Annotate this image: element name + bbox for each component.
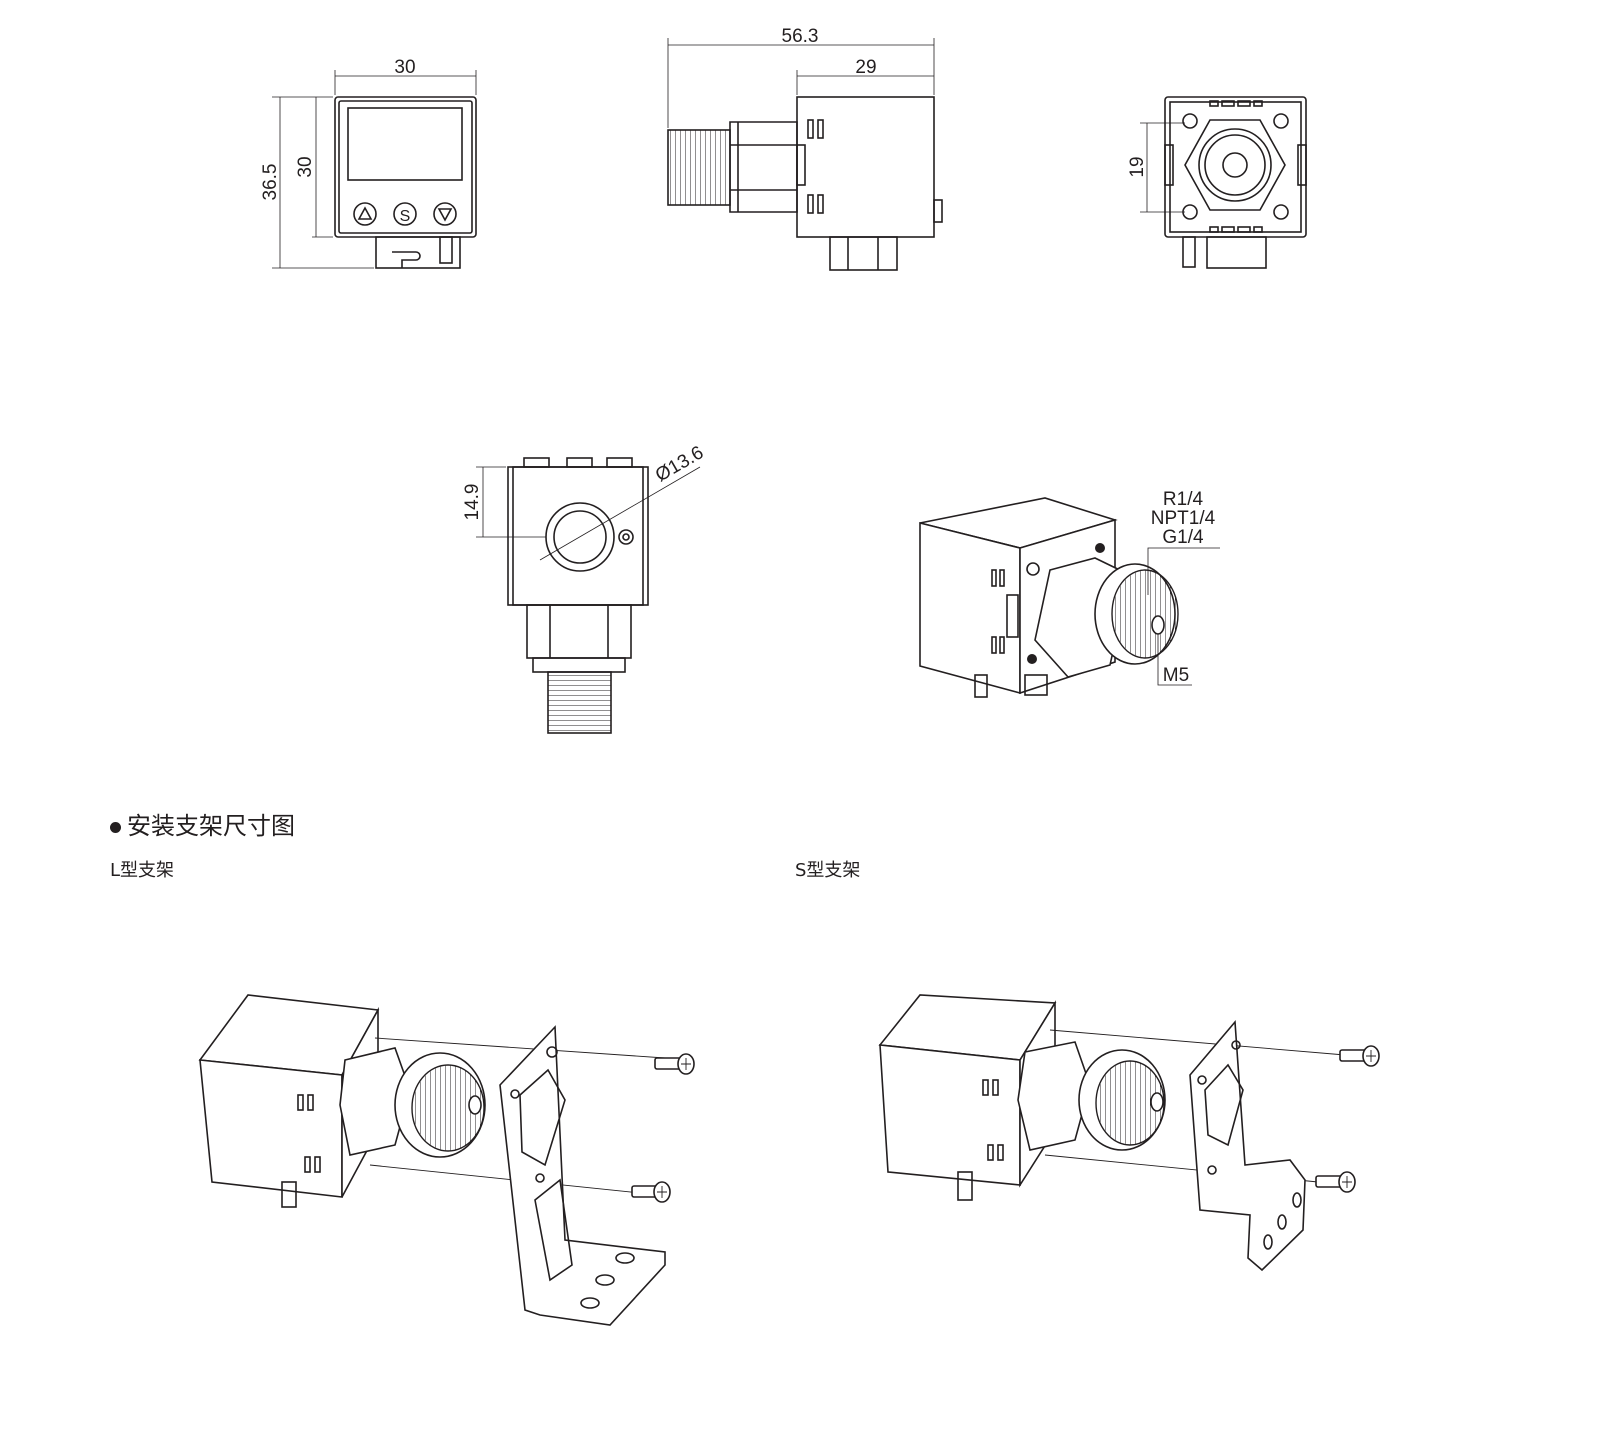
inner-thread-label: M5 xyxy=(1163,665,1189,686)
s-bracket-assembly xyxy=(878,994,1380,1272)
offset-dimension: 14.9 xyxy=(462,484,483,521)
screw-icon xyxy=(1315,1171,1356,1193)
bullet-icon xyxy=(110,821,121,833)
screw-icon xyxy=(1339,1045,1380,1067)
thread-label-npt14: NPT1/4 xyxy=(1151,508,1216,529)
diameter-dimension: Ø13.6 xyxy=(652,442,707,486)
section-title: 安装支架尺寸图 xyxy=(127,812,295,840)
body-height-dimension: 30 xyxy=(295,156,316,177)
back-view: 19 xyxy=(1127,96,1307,269)
width-dimension: 30 xyxy=(394,57,415,78)
l-bracket-assembly xyxy=(198,994,695,1326)
up-button-icon xyxy=(353,202,377,226)
thread-label-g14: G1/4 xyxy=(1162,527,1204,548)
total-length-dimension: 56.3 xyxy=(782,26,819,47)
connector xyxy=(375,236,461,269)
front-view: S 30 36.5 30 xyxy=(260,57,477,269)
s-button-icon: S xyxy=(393,202,417,226)
s-bracket-label: S型支架 xyxy=(795,860,861,881)
l-bracket-label: L型支架 xyxy=(110,860,175,881)
iso-view: R1/4 NPT1/4 G1/4 M5 xyxy=(919,489,1220,698)
body-length-dimension: 29 xyxy=(855,57,876,78)
hole-spacing-dimension: 19 xyxy=(1127,156,1148,177)
screw-icon xyxy=(654,1053,695,1075)
screw-icon xyxy=(631,1181,671,1203)
side-view: 56.3 29 xyxy=(667,26,943,271)
height-dimension: 36.5 xyxy=(260,164,281,201)
section-heading: 安装支架尺寸图 xyxy=(110,806,295,841)
down-button-icon xyxy=(433,202,457,226)
svg-text:S: S xyxy=(400,208,411,225)
top-view: 14.9 Ø13.6 xyxy=(462,442,707,734)
thread-label-r14: R1/4 xyxy=(1163,489,1204,510)
display-screen xyxy=(347,107,463,181)
